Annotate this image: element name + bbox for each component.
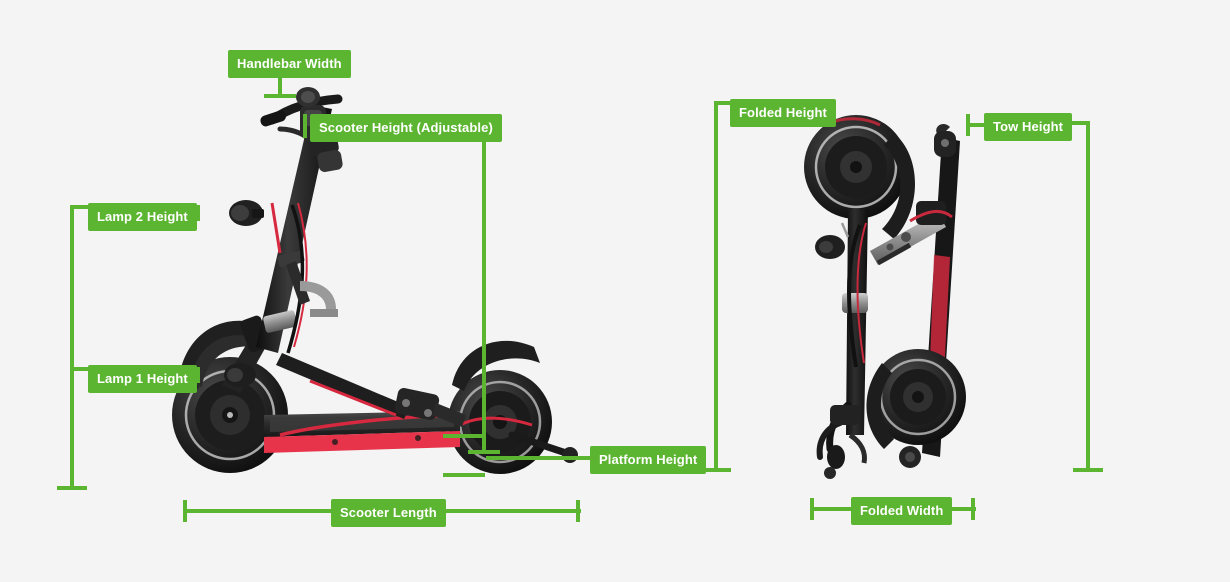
callout-label-lamp1-height[interactable]: Lamp 1 Height: [88, 365, 197, 393]
dimension-line-folded-height: [714, 101, 718, 472]
leader-line-lamp2-height-left: [70, 205, 98, 209]
callout-label-lamp2-height[interactable]: Lamp 2 Height: [88, 203, 197, 231]
leader-line-lamp1-height-left: [70, 367, 98, 371]
callout-label-scooter-height[interactable]: Scooter Height (Adjustable): [310, 114, 502, 142]
callout-label-platform-height[interactable]: Platform Height: [590, 446, 707, 474]
scooter-side-view-image: [160, 85, 590, 490]
end-cap-lamp-heights-ground: [57, 486, 87, 490]
dimension-line-lamp-heights: [70, 205, 74, 490]
dimension-line-scooter-height: [482, 124, 486, 454]
end-cap-scooter-length-right: [576, 500, 580, 522]
scooter-folded-view-image: [790, 105, 1000, 480]
callout-label-tow-height[interactable]: Tow Height: [984, 113, 1073, 141]
end-cap-folded-width-left: [810, 498, 814, 520]
callout-label-scooter-length[interactable]: Scooter Length: [331, 499, 446, 527]
end-cap-lamp1-height: [196, 367, 200, 383]
dimension-line-tow-height: [1086, 121, 1090, 472]
end-cap-folded-width-right: [971, 498, 975, 520]
end-cap-scooter-height-bottom: [468, 450, 500, 454]
end-cap-lamp2-height: [196, 205, 200, 221]
end-cap-tow-height-left: [966, 114, 970, 136]
end-cap-scooter-length-left: [183, 500, 187, 522]
end-cap-folded-height-ground: [701, 468, 731, 472]
end-cap-platform-height-top: [443, 434, 485, 438]
end-cap-tow-height-ground: [1073, 468, 1103, 472]
end-cap-platform-height-bottom: [443, 473, 485, 477]
leader-line-tow-height-right: [1068, 121, 1090, 125]
leader-line-folded-height: [714, 101, 738, 105]
end-cap-handlebar-width: [264, 94, 296, 98]
callout-label-folded-width[interactable]: Folded Width: [851, 497, 953, 525]
leader-line-tow-height-left: [966, 123, 988, 127]
callout-label-folded-height[interactable]: Folded Height: [730, 99, 836, 127]
callout-label-handlebar-width[interactable]: Handlebar Width: [228, 50, 351, 78]
leader-line-handlebar-width: [278, 76, 282, 98]
end-cap-scooter-height-top: [303, 114, 307, 138]
leader-line-platform-height: [486, 456, 590, 460]
